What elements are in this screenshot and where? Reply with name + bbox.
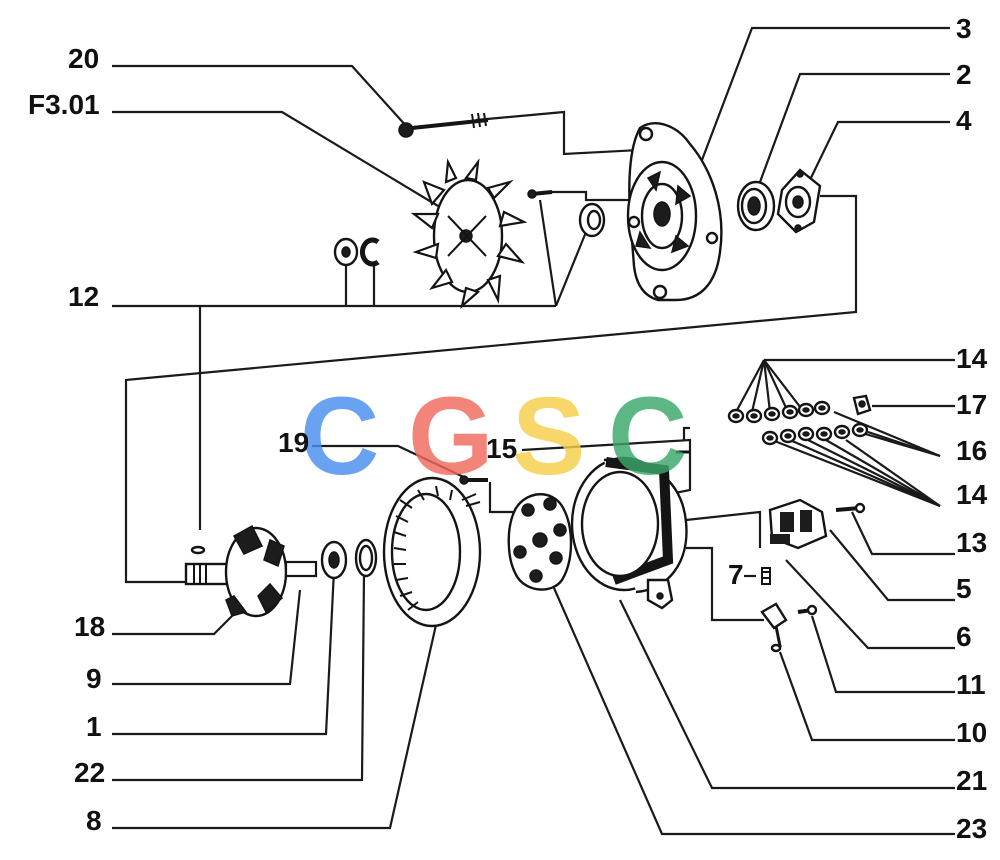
holder-screw: [835, 502, 866, 514]
leader-lines: [112, 26, 955, 836]
callout-12: 12: [68, 281, 99, 312]
watermark-letter: S: [512, 375, 585, 498]
fan: [410, 158, 528, 310]
callout-18: 18: [74, 611, 105, 642]
callout-6: 6: [956, 621, 972, 652]
callout-4: 4: [956, 105, 972, 136]
cap-nut: [852, 394, 872, 416]
rear-housing: [570, 456, 688, 610]
spacer-ring: [333, 237, 359, 267]
front-spacer: [578, 202, 606, 238]
callout-20: 20: [68, 43, 99, 74]
watermark-letter: C: [300, 375, 379, 498]
watermark-letter: G: [408, 375, 494, 498]
callout-7: 7: [728, 559, 744, 590]
small-screw: [527, 189, 553, 199]
spring: [761, 567, 771, 585]
capacitor: [760, 602, 788, 653]
bearing: [736, 180, 776, 232]
callout-19: 19: [278, 427, 309, 458]
rotor: [184, 524, 318, 618]
seal-ring: [354, 538, 378, 578]
callout-16: 16: [956, 435, 987, 466]
callout-8: 8: [86, 805, 102, 836]
callout-11: 11: [956, 669, 986, 700]
callout-17: 17: [956, 389, 987, 420]
callout-2: 2: [956, 59, 972, 90]
through-bolt: [398, 112, 489, 138]
brush-holder: [768, 498, 828, 550]
watermark-letter: C: [608, 375, 687, 498]
callout-1: 1: [86, 711, 102, 742]
capacitor-screw: [797, 604, 818, 616]
callout-14-upper: 14: [956, 343, 988, 374]
retaining-collar: [359, 237, 380, 267]
callout-labels: 20 F3.01 12 3 2 4 14 17 16 14 13 5 6 11 …: [28, 13, 988, 844]
nut-washer-set-upper: [727, 400, 831, 424]
callout-3: 3: [956, 13, 972, 44]
nut-washer-set-lower: [761, 422, 869, 446]
callout-f3-01: F3.01: [28, 89, 100, 120]
rear-bearing: [320, 540, 348, 580]
callout-23: 23: [956, 813, 987, 844]
callout-14-lower: 14: [956, 479, 988, 510]
callout-15: 15: [486, 433, 517, 464]
bearing-plate: [776, 168, 822, 234]
callout-10: 10: [956, 717, 987, 748]
front-housing: [626, 122, 723, 302]
callout-13: 13: [956, 527, 987, 558]
rectifier-plate: [507, 493, 573, 591]
callout-5: 5: [956, 573, 972, 604]
callout-21: 21: [956, 765, 987, 796]
callout-22: 22: [74, 757, 105, 788]
screw: [459, 475, 488, 485]
callout-9: 9: [86, 663, 102, 694]
stator: [382, 476, 482, 628]
